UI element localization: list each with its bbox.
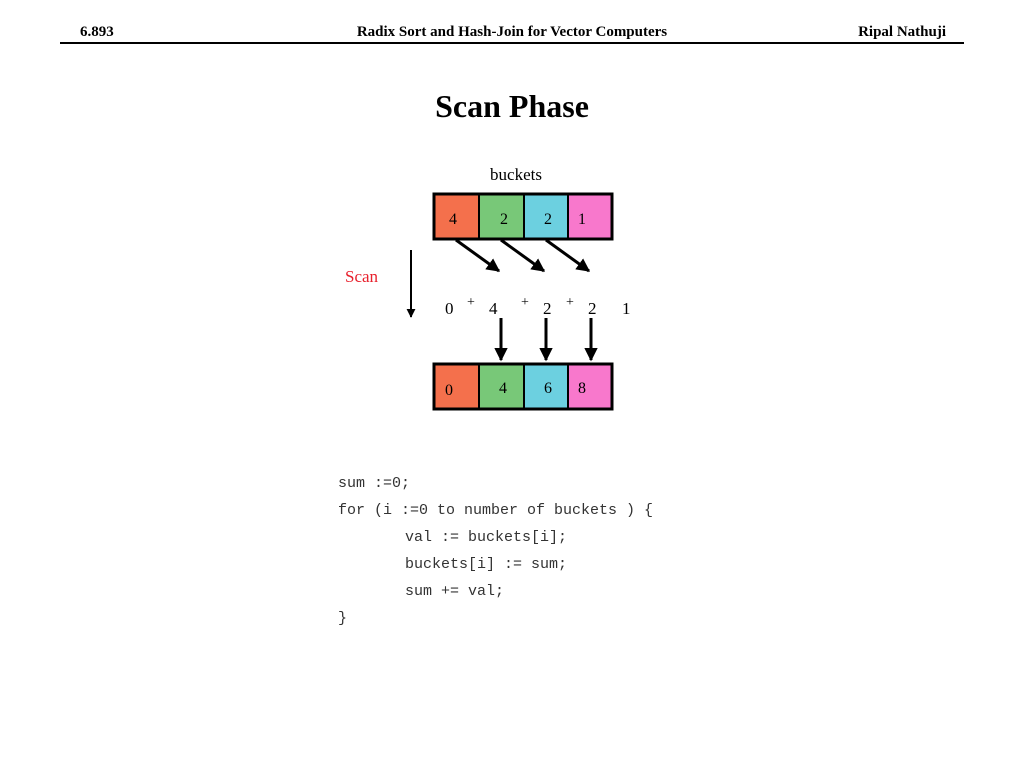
output-cell-4 — [568, 364, 612, 409]
plus-sign: + — [521, 295, 529, 310]
code-line: sum += val; — [405, 583, 505, 600]
code-line: buckets[i] := sum; — [405, 556, 568, 573]
code-line: val := buckets[i]; — [405, 529, 568, 546]
output-value-1: 0 — [445, 382, 453, 399]
input-value-4: 1 — [578, 211, 586, 228]
input-cell-1 — [434, 194, 479, 239]
plus-sign: + — [467, 295, 475, 310]
diagonal-arrow-2 — [500, 238, 546, 273]
slide-title: Scan Phase — [435, 88, 589, 124]
output-value-4: 8 — [578, 380, 586, 397]
plus-sign: + — [566, 295, 574, 310]
input-bucket-array: 4 2 2 1 — [432, 192, 614, 241]
input-value-3: 2 — [544, 211, 552, 228]
input-cell-2 — [479, 194, 524, 239]
sum-value-3: 2 — [543, 299, 552, 318]
input-cell-4 — [568, 194, 612, 239]
output-cell-2 — [479, 364, 524, 409]
output-value-3: 6 — [544, 380, 552, 397]
sum-value-4: 2 — [588, 299, 597, 318]
diagonal-arrow-3 — [545, 238, 591, 273]
output-value-2: 4 — [499, 380, 507, 397]
scan-label: Scan — [345, 267, 379, 286]
pseudocode-block: sum :=0; for (i :=0 to number of buckets… — [338, 470, 653, 632]
output-cell-3 — [524, 364, 568, 409]
author-name: Ripal Nathuji — [858, 24, 946, 40]
output-bucket-array: 0 4 6 8 — [432, 362, 614, 411]
input-cell-3 — [524, 194, 568, 239]
prefix-sum-row: 0 + 4 + 2 + 2 1 — [445, 295, 631, 318]
sum-value-2: 4 — [489, 299, 498, 318]
output-cell-1 — [434, 364, 479, 409]
diagonal-arrow-1 — [455, 238, 501, 273]
slide-header: 6.893 Radix Sort and Hash-Join for Vecto… — [60, 22, 964, 44]
code-line: } — [338, 610, 348, 627]
code-line: sum :=0; — [338, 475, 411, 492]
input-value-1: 4 — [449, 211, 457, 228]
presentation-title: Radix Sort and Hash-Join for Vector Comp… — [356, 24, 668, 40]
sum-value-5: 1 — [622, 299, 631, 318]
input-value-2: 2 — [500, 211, 508, 228]
code-line: for (i :=0 to number of buckets ) { — [338, 502, 654, 519]
course-number: 6.893 — [80, 24, 114, 40]
sum-value-1: 0 — [445, 299, 454, 318]
buckets-label: buckets — [490, 165, 542, 184]
